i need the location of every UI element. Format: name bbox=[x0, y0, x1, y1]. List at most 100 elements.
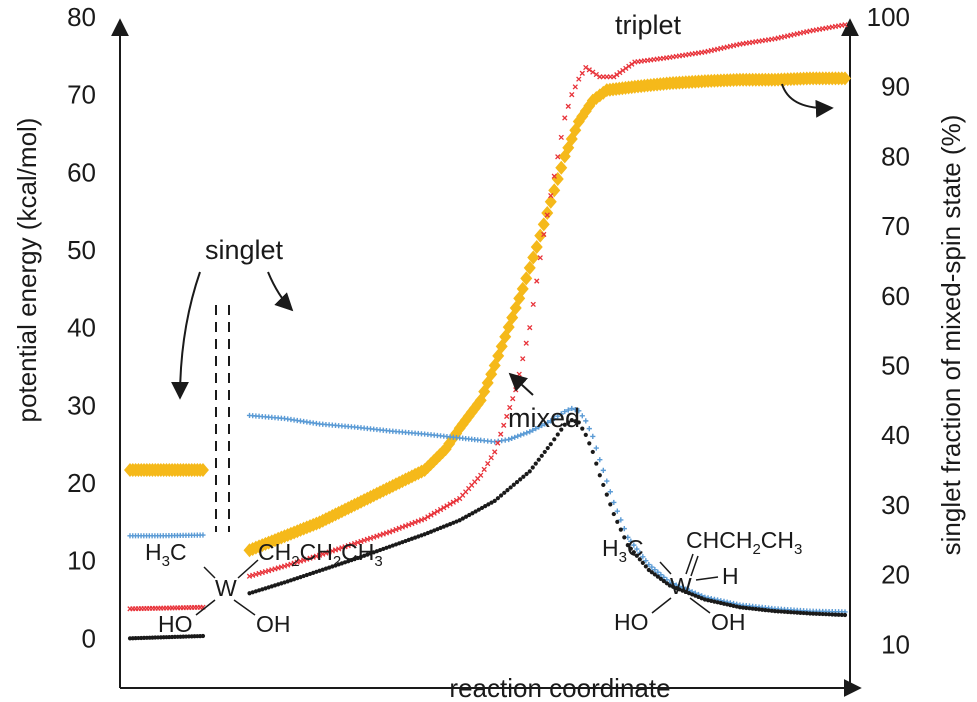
mixed-point bbox=[263, 586, 268, 591]
mixed-point bbox=[362, 553, 367, 558]
mixed-point bbox=[346, 559, 351, 564]
mixed-point bbox=[702, 597, 707, 602]
triplet-point bbox=[520, 356, 526, 362]
series-mixed bbox=[127, 417, 848, 641]
mixed-point bbox=[384, 545, 389, 550]
mixed-point bbox=[365, 552, 370, 557]
triplet-point bbox=[579, 70, 585, 76]
singlet-point bbox=[604, 478, 610, 484]
mixed-point bbox=[664, 581, 669, 586]
singlet-point bbox=[569, 405, 575, 412]
mixed-point bbox=[276, 582, 281, 587]
triplet-point bbox=[441, 505, 447, 511]
mixed-point bbox=[823, 612, 828, 617]
mixed-point bbox=[658, 576, 663, 581]
triplet-point bbox=[534, 278, 540, 284]
singlet_fraction-point bbox=[548, 183, 561, 198]
triplet-point bbox=[390, 528, 396, 534]
product-hydroxyl-left: HO bbox=[614, 609, 649, 635]
mixed-point bbox=[323, 566, 329, 571]
mixed-point bbox=[432, 528, 437, 533]
triplet-point bbox=[444, 503, 450, 509]
series-triplet bbox=[127, 22, 848, 612]
triplet-point bbox=[572, 84, 578, 90]
mixed-point bbox=[250, 590, 255, 595]
singlet-point bbox=[506, 436, 512, 443]
mixed-point bbox=[566, 420, 571, 425]
x-axis-title: reaction coordinate bbox=[449, 673, 670, 702]
singlet-point bbox=[524, 430, 530, 436]
mixed-point bbox=[387, 544, 392, 549]
triplet-point bbox=[418, 517, 425, 523]
mixed-point bbox=[712, 599, 717, 604]
mixed-point bbox=[750, 606, 755, 611]
singlet_fraction-point bbox=[551, 172, 564, 187]
singlet-point bbox=[527, 429, 533, 435]
mixed-point bbox=[536, 457, 541, 462]
mixed-point bbox=[622, 535, 627, 540]
singlet-point bbox=[597, 457, 603, 463]
triplet-point bbox=[393, 526, 399, 533]
singlet-point bbox=[634, 546, 640, 552]
mixed-point bbox=[397, 541, 402, 546]
singlet-point bbox=[655, 569, 661, 575]
mixed-point bbox=[667, 583, 672, 588]
triplet-point bbox=[501, 422, 507, 428]
mixed-point bbox=[652, 572, 657, 577]
mixed-point bbox=[814, 611, 819, 616]
mixed-point bbox=[457, 518, 462, 523]
mixed-point bbox=[737, 605, 743, 610]
triplet-point bbox=[510, 396, 516, 402]
singlet_fraction-point bbox=[196, 463, 209, 478]
singlet-point bbox=[200, 532, 206, 538]
triplet-point bbox=[409, 520, 415, 527]
left-tick-label: 40 bbox=[67, 313, 96, 343]
annotations: singlet triplet mixed bbox=[171, 10, 834, 433]
mixed-point bbox=[839, 612, 844, 617]
mixed-point bbox=[631, 550, 636, 555]
triplet-point bbox=[386, 529, 393, 535]
triplet-point bbox=[495, 440, 501, 446]
mixed-arrow bbox=[508, 372, 534, 396]
mixed-point bbox=[342, 560, 348, 565]
mixed-point bbox=[842, 612, 848, 618]
singlet-point bbox=[515, 433, 521, 439]
singlet-point bbox=[536, 424, 542, 430]
singlet-arrow-right bbox=[267, 271, 294, 312]
right-tick-label: 60 bbox=[881, 281, 910, 311]
singlet-point bbox=[628, 538, 634, 544]
reactant-bond-methyl bbox=[203, 566, 216, 579]
singlet-point bbox=[521, 431, 527, 437]
mixed-point bbox=[483, 504, 488, 509]
singlet_fraction-point bbox=[527, 250, 540, 265]
mixed-point bbox=[545, 445, 550, 451]
triplet-point bbox=[842, 22, 848, 28]
right-tick-label: 70 bbox=[881, 211, 910, 241]
singlet_fraction-point bbox=[537, 217, 550, 232]
mixed-point bbox=[817, 611, 822, 617]
axis-break bbox=[215, 305, 230, 532]
mixed-point bbox=[705, 598, 711, 603]
right-tick-label: 30 bbox=[881, 490, 910, 520]
mixed-point bbox=[428, 529, 434, 534]
triplet-point bbox=[428, 512, 434, 518]
mixed-point bbox=[438, 525, 443, 531]
singlet_fraction-point bbox=[534, 228, 547, 243]
singlet-point bbox=[643, 558, 649, 564]
triplet-point bbox=[555, 154, 561, 160]
mixed-point bbox=[260, 587, 265, 592]
mixed-point bbox=[555, 432, 560, 437]
triplet-point bbox=[412, 519, 418, 525]
triplet-point bbox=[481, 466, 487, 473]
axes bbox=[111, 18, 862, 697]
product-hydride: H bbox=[722, 563, 739, 589]
singlet_fraction-point bbox=[516, 281, 529, 296]
mixed-point bbox=[643, 564, 648, 569]
mixed-point bbox=[291, 577, 297, 582]
mixed-point bbox=[511, 482, 516, 487]
mixed-point bbox=[298, 575, 303, 580]
product-double-bond-a bbox=[685, 553, 694, 575]
mixed-point bbox=[576, 420, 581, 425]
triplet-point bbox=[565, 103, 571, 109]
mixed-point bbox=[690, 592, 695, 597]
